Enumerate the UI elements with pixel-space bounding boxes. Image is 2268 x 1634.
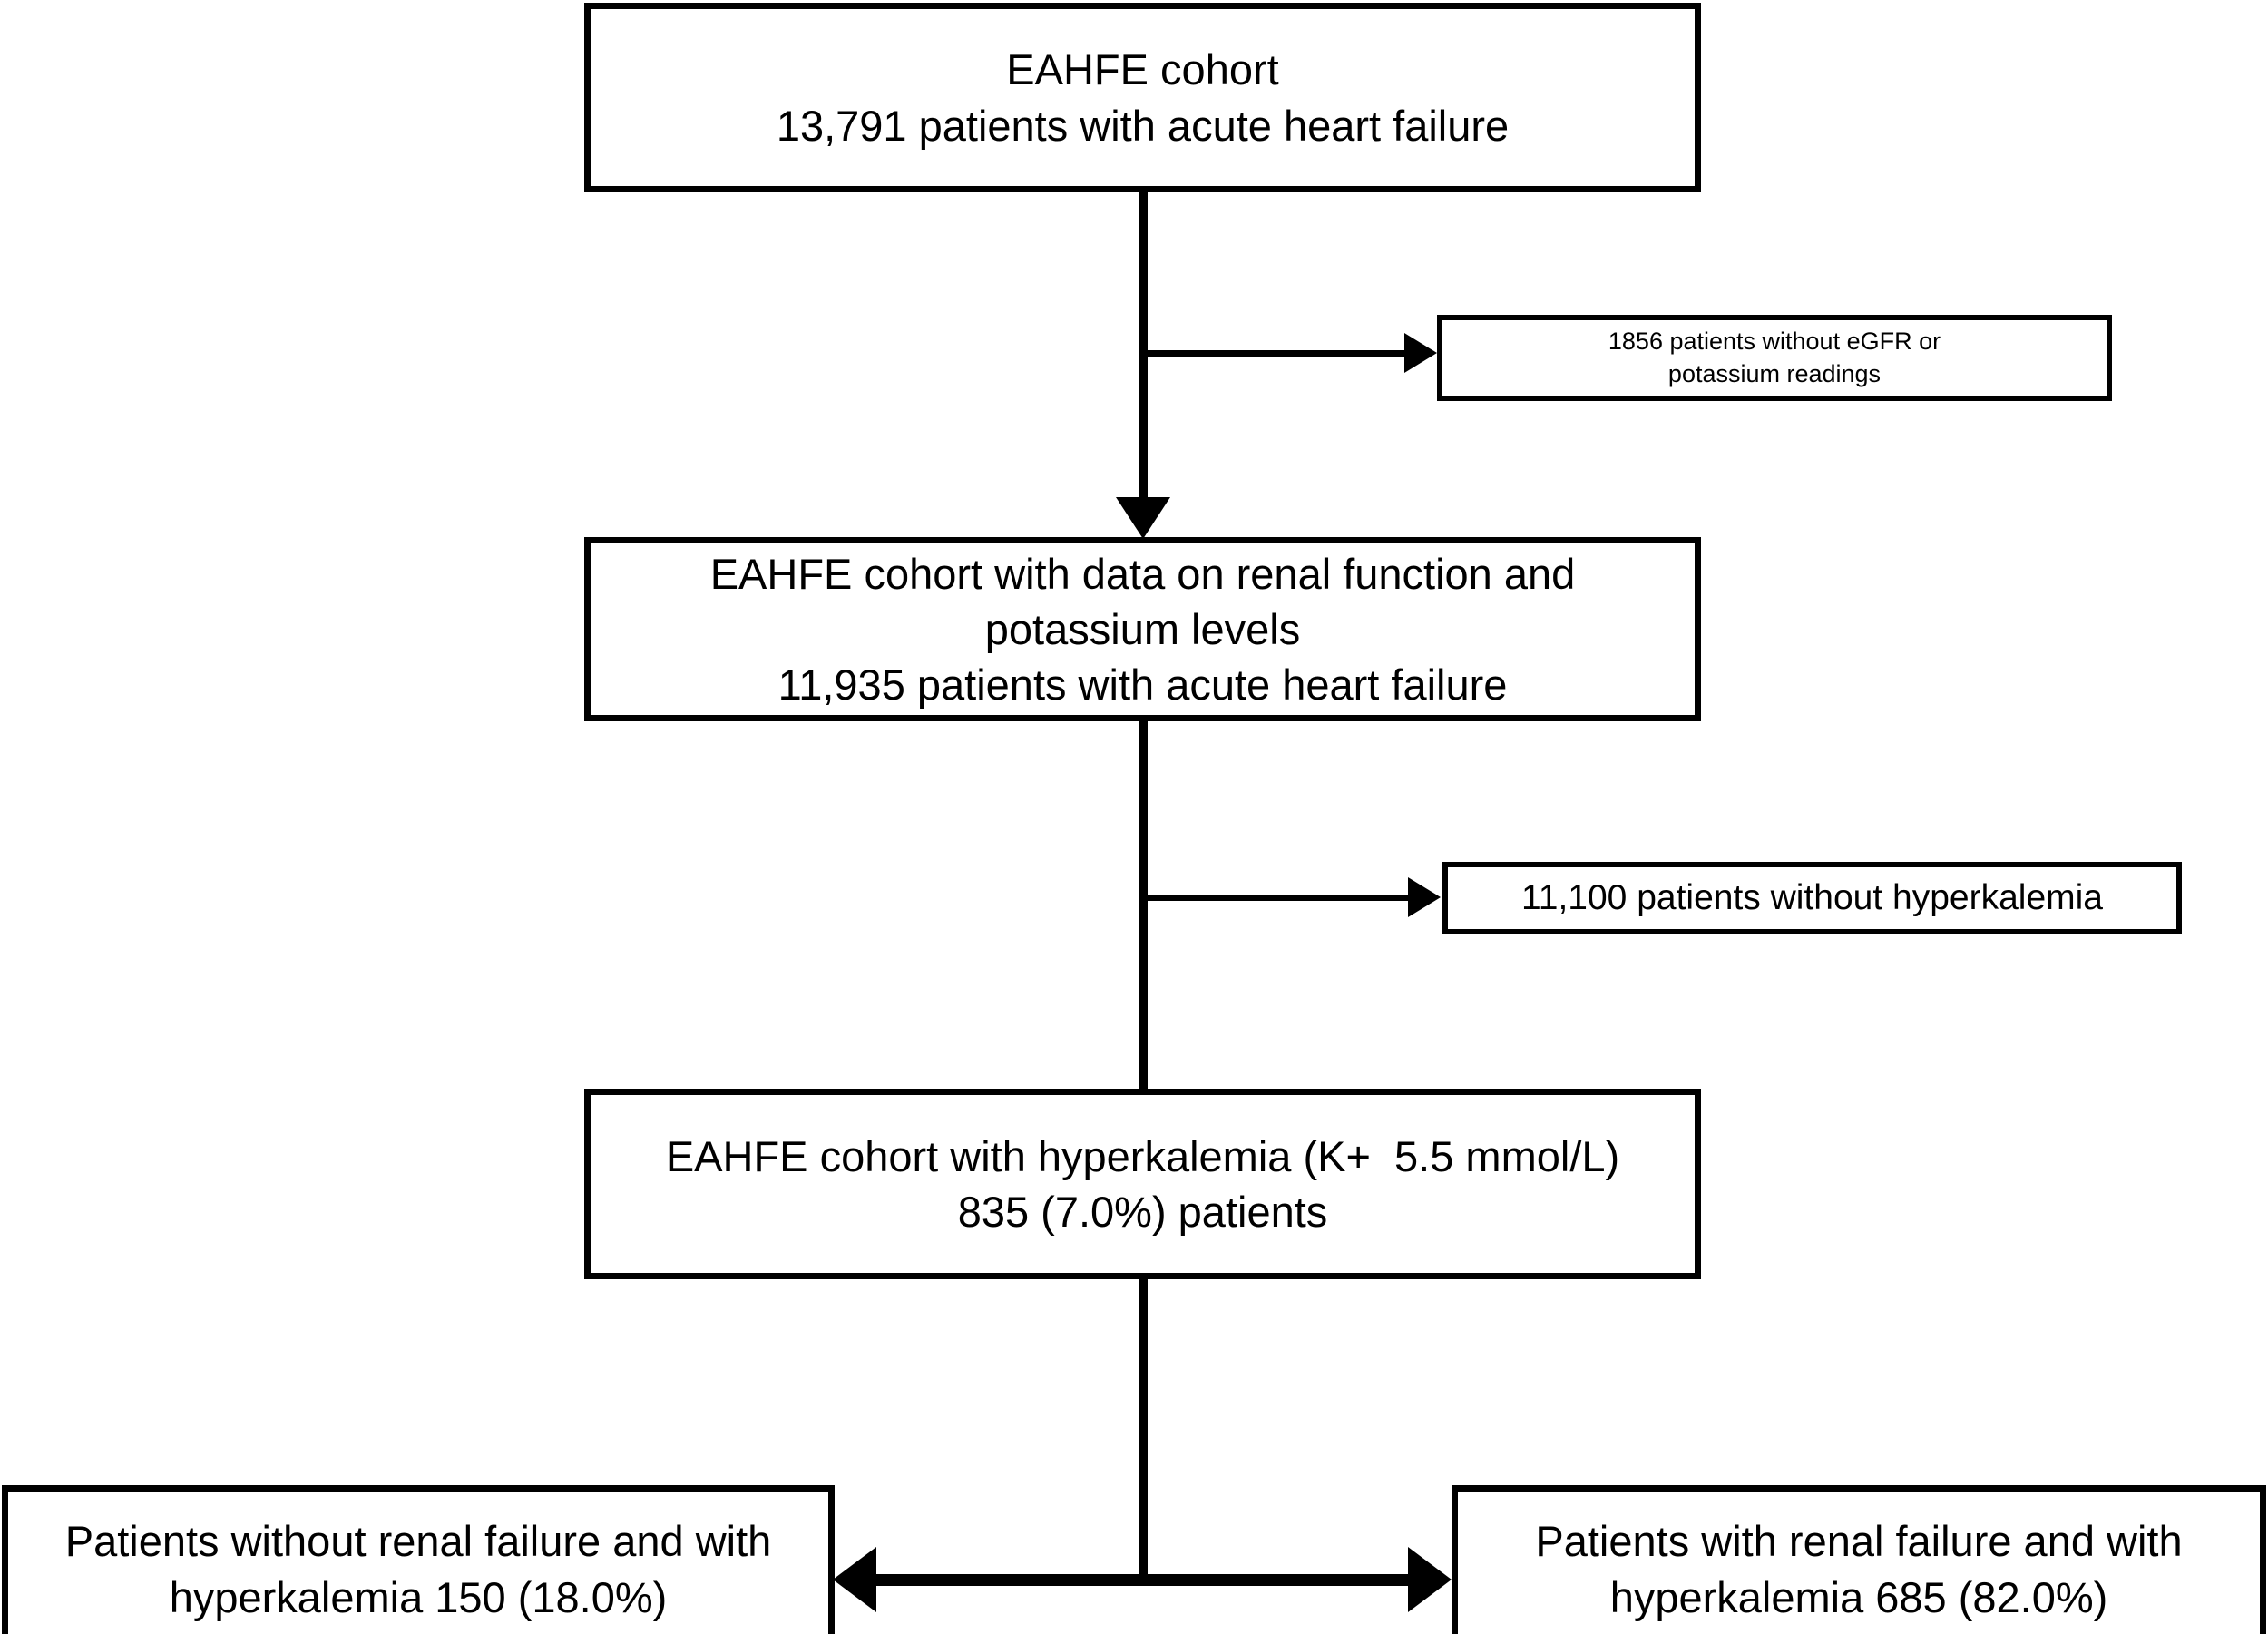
connector-cohort-to-excluded-egfr bbox=[1141, 350, 1413, 357]
node-with-renal-failure: Patients with renal failure and with hyp… bbox=[1452, 1485, 2266, 1634]
arrowhead-down-icon bbox=[1116, 497, 1170, 539]
connector-renal-data-to-excluded-hyperkalemia bbox=[1141, 895, 1417, 901]
node-cohort-with-hyperkalemia-line-2: 835 (7.0%) patients bbox=[957, 1188, 1328, 1236]
node-without-renal-failure: Patients without renal failure and with … bbox=[2, 1485, 835, 1634]
node-without-renal-failure-line-1: Patients without renal failure and with bbox=[64, 1517, 772, 1566]
arrowhead-right-icon bbox=[1404, 333, 1437, 373]
node-excluded-egfr-line-2: potassium readings bbox=[1667, 359, 1882, 387]
node-without-renal-failure-line-2: hyperkalemia 150 (18.0%) bbox=[169, 1572, 668, 1621]
node-excluded-egfr-potassium: 1856 patients without eGFR or potassium … bbox=[1437, 315, 2112, 401]
node-eahfe-cohort-line-1: EAHFE cohort bbox=[1006, 45, 1279, 94]
node-eahfe-cohort-line-2: 13,791 patients with acute heart failure bbox=[776, 101, 1510, 150]
connector-hyperkalemia-to-outcomes bbox=[1139, 1279, 1148, 1581]
node-cohort-with-renal-data-line-1: EAHFE cohort with data on renal function… bbox=[709, 549, 1576, 598]
node-eahfe-cohort: EAHFE cohort 13,791 patients with acute … bbox=[584, 3, 1701, 192]
node-cohort-with-renal-data: EAHFE cohort with data on renal function… bbox=[584, 537, 1701, 721]
arrowhead-right-icon bbox=[1408, 877, 1441, 917]
connector-renal-data-to-hyperkalemia bbox=[1139, 721, 1148, 1089]
connector-cohort-to-renal-data bbox=[1139, 192, 1148, 499]
node-with-renal-failure-line-2: hyperkalemia 685 (82.0%) bbox=[1609, 1572, 2108, 1621]
node-cohort-with-renal-data-line-3: 11,935 patients with acute heart failure bbox=[777, 660, 1508, 709]
arrowhead-left-icon bbox=[833, 1547, 876, 1612]
node-with-renal-failure-line-1: Patients with renal failure and with bbox=[1535, 1517, 2183, 1566]
node-cohort-with-hyperkalemia-line-1: EAHFE cohort with hyperkalemia (K+ 5.5 m… bbox=[665, 1131, 1620, 1180]
connector-outcomes-split bbox=[871, 1574, 1415, 1586]
arrowhead-right-icon bbox=[1408, 1547, 1452, 1612]
node-excluded-egfr-line-1: 1856 patients without eGFR or bbox=[1608, 327, 1941, 355]
node-cohort-with-renal-data-line-2: potassium levels bbox=[984, 604, 1301, 653]
node-excluded-without-hyperkalemia: 11,100 patients without hyperkalemia bbox=[1442, 862, 2182, 934]
node-excluded-without-hyperkalemia-line-1: 11,100 patients without hyperkalemia bbox=[1520, 877, 2103, 917]
node-cohort-with-hyperkalemia: EAHFE cohort with hyperkalemia (K+ 5.5 m… bbox=[584, 1089, 1701, 1279]
